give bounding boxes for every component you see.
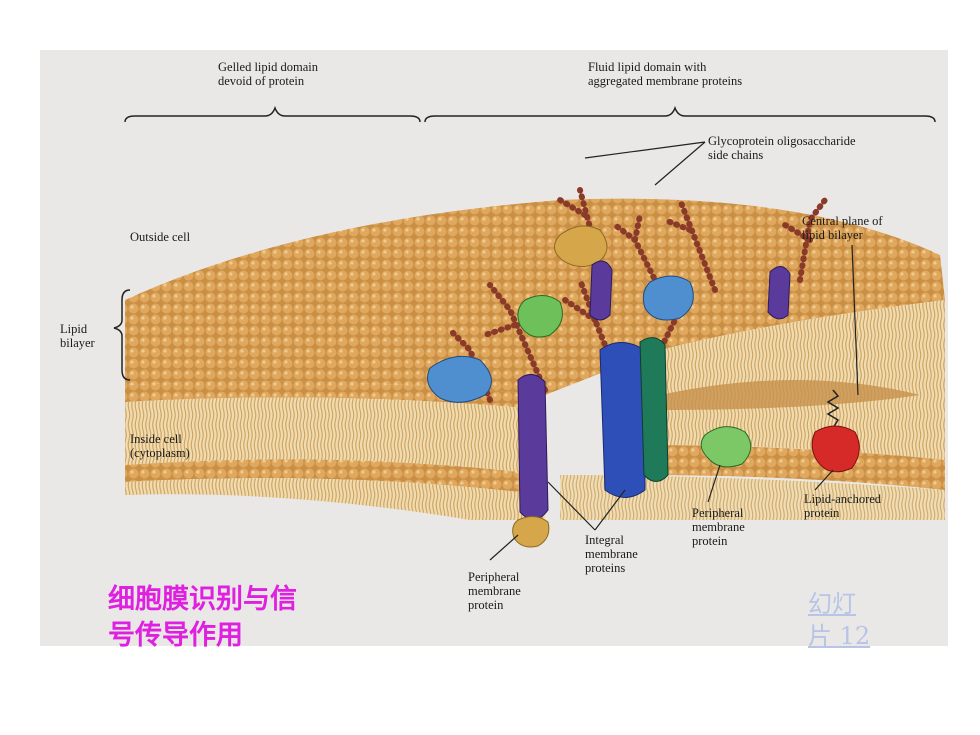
leader-lines xyxy=(489,141,859,561)
label-inside-cell: Inside cell (cytoplasm) xyxy=(130,432,190,460)
lipid-tails xyxy=(125,397,545,475)
label-outside-cell: Outside cell xyxy=(130,230,191,244)
label-central-plane: Central plane of lipid bilayer xyxy=(802,214,883,242)
brace-gelled xyxy=(124,105,421,123)
integral-protein-purple-small xyxy=(589,260,613,321)
inner-leaflet-edge xyxy=(125,459,545,495)
blue-glycoprotein-right xyxy=(642,275,694,321)
integral-protein-blue-large xyxy=(599,342,646,498)
integral-protein-purple-tall xyxy=(517,374,549,520)
label-peripheral-protein-left: Peripheral membrane protein xyxy=(468,570,521,612)
cut-face xyxy=(660,300,945,460)
label-peripheral-protein-right: Peripheral membrane protein xyxy=(692,506,745,548)
brace-bilayer xyxy=(113,289,131,381)
blue-glycoprotein-left xyxy=(427,355,492,403)
membrane-diagram: Gelled lipid domain devoid of protein Fl… xyxy=(40,50,948,646)
brace-fluid xyxy=(424,105,936,123)
lower-tails-right xyxy=(560,475,945,520)
fluid-mosaic-illustration xyxy=(113,105,945,561)
central-plane xyxy=(660,380,920,410)
integral-protein-purple-right xyxy=(767,266,791,320)
label-fluid-domain: Fluid lipid domain with aggregated membr… xyxy=(588,60,743,88)
label-lipid-anchored-protein: Lipid-anchored protein xyxy=(804,492,882,520)
integral-protein-teal-large xyxy=(639,337,669,482)
slide-caption: 细胞膜识别与信 号传导作用 xyxy=(108,584,297,651)
green-peripheral-protein xyxy=(700,426,752,468)
slide-12-link[interactable]: 幻灯 片 12 xyxy=(808,590,871,650)
label-glycoprotein-chains: Glycoprotein oligosaccharide side chains xyxy=(708,134,856,162)
inner-face xyxy=(125,478,545,520)
label-integral-proteins: Integral membrane proteins xyxy=(585,533,638,575)
green-glycoprotein-upper xyxy=(517,295,563,338)
label-lipid-bilayer: Lipid bilayer xyxy=(60,322,95,350)
red-lipid-anchored-protein xyxy=(811,425,860,473)
label-gelled-domain: Gelled lipid domain devoid of protein xyxy=(218,60,318,88)
peripheral-protein-tan-bottom xyxy=(512,516,550,548)
lipid-anchor-chain xyxy=(826,389,840,429)
